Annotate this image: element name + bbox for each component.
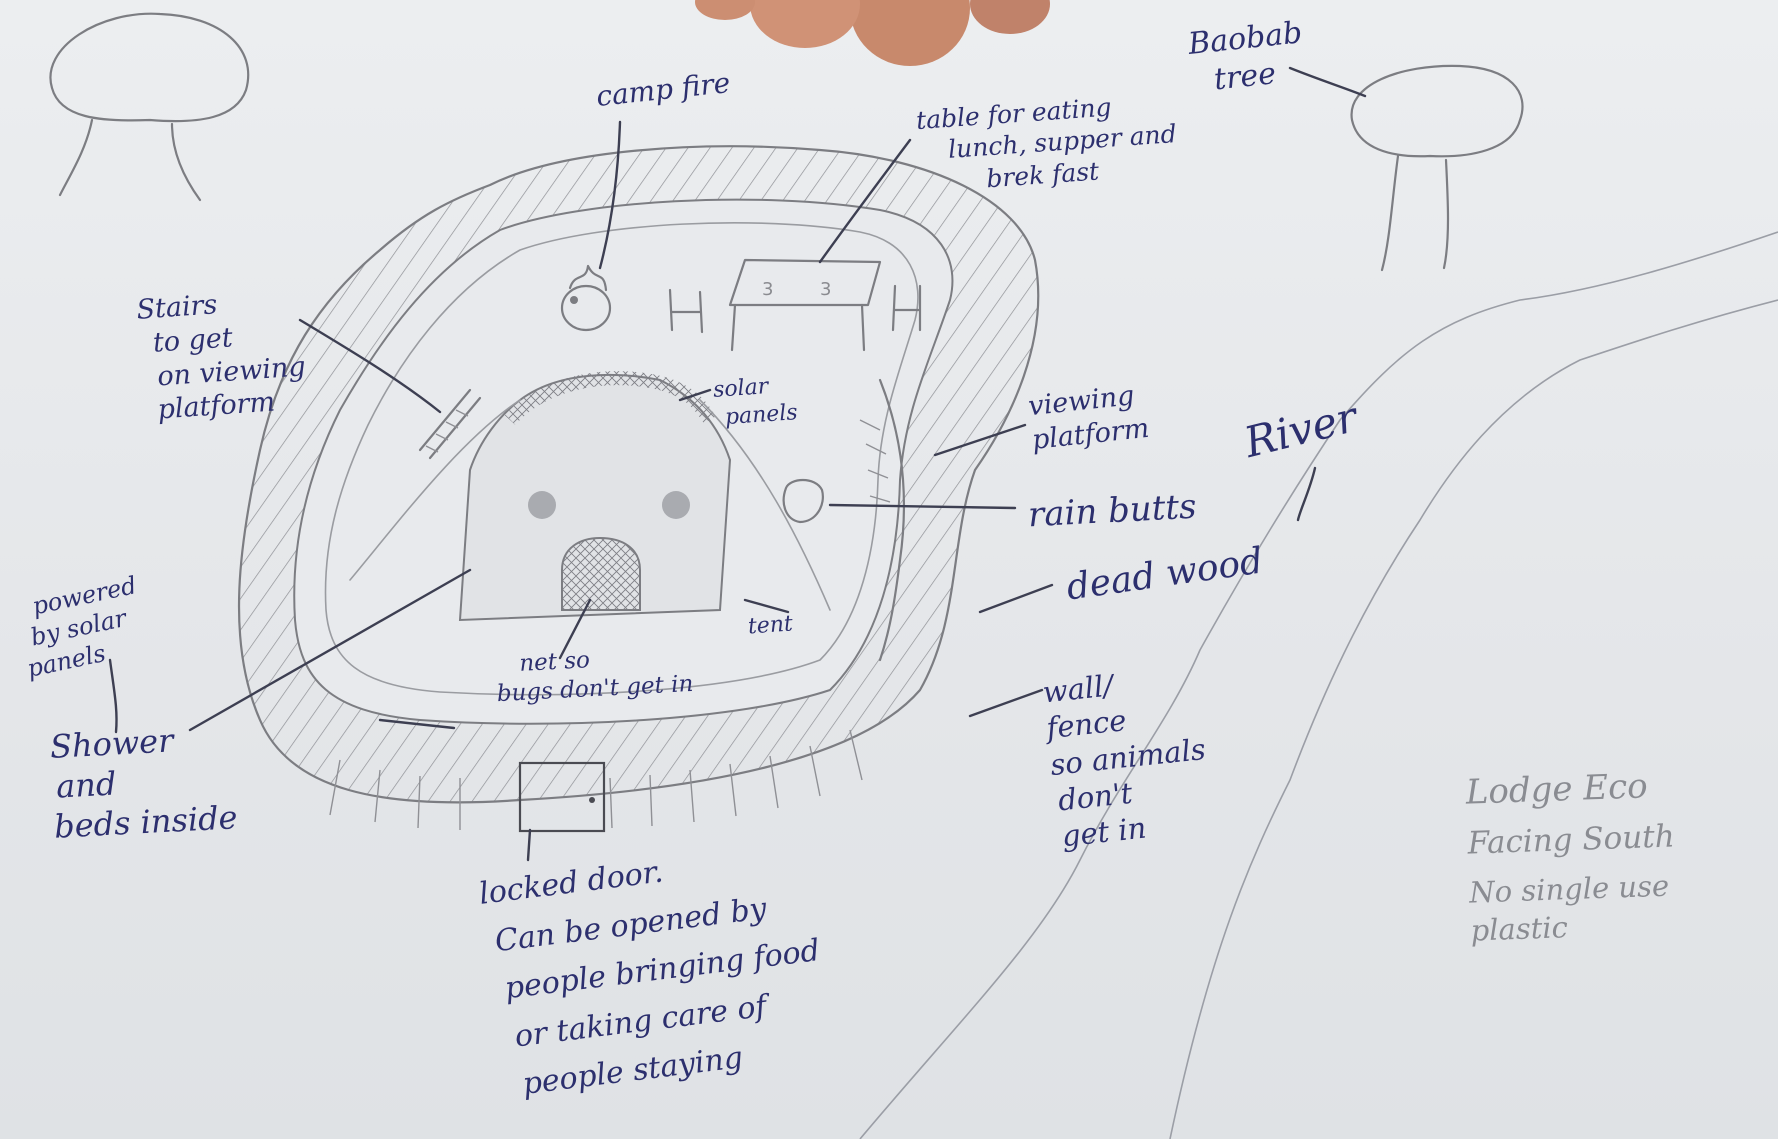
notes-line-2: Facing South [1467,813,1676,870]
notes-line-1: Lodge Eco [1465,758,1674,820]
baobab-tree [1352,66,1523,270]
label-viewing-platform: viewing platform [1027,378,1151,457]
label-baobab-tree: Baobab tree [1186,14,1308,101]
label-tent: tent [747,610,794,641]
label-wall-fence: wall/ fence so animals don't get in [1041,658,1215,855]
label-dining-table: table for eating lunch, supper and brek … [915,87,1180,199]
svg-text:3: 3 [820,279,831,300]
notes: Lodge Eco Facing South No single use pla… [1465,758,1678,947]
label-stairs: Stairs to get on viewing platform [135,282,309,428]
notes-line-3: No single use [1469,862,1678,916]
label-locked-door: locked door. Can be opened by people bri… [476,831,834,1112]
finger [695,0,1050,66]
label-shower: Shower and beds inside [49,717,238,846]
tree-left [50,14,248,200]
label-solar-panels-line-2: panels [724,399,798,432]
svg-text:3: 3 [762,279,773,300]
label-rain-butts: rain butts [1027,486,1198,537]
label-solar-panels: solar panels [712,371,798,432]
label-net: net so bugs don't get in [495,641,694,709]
